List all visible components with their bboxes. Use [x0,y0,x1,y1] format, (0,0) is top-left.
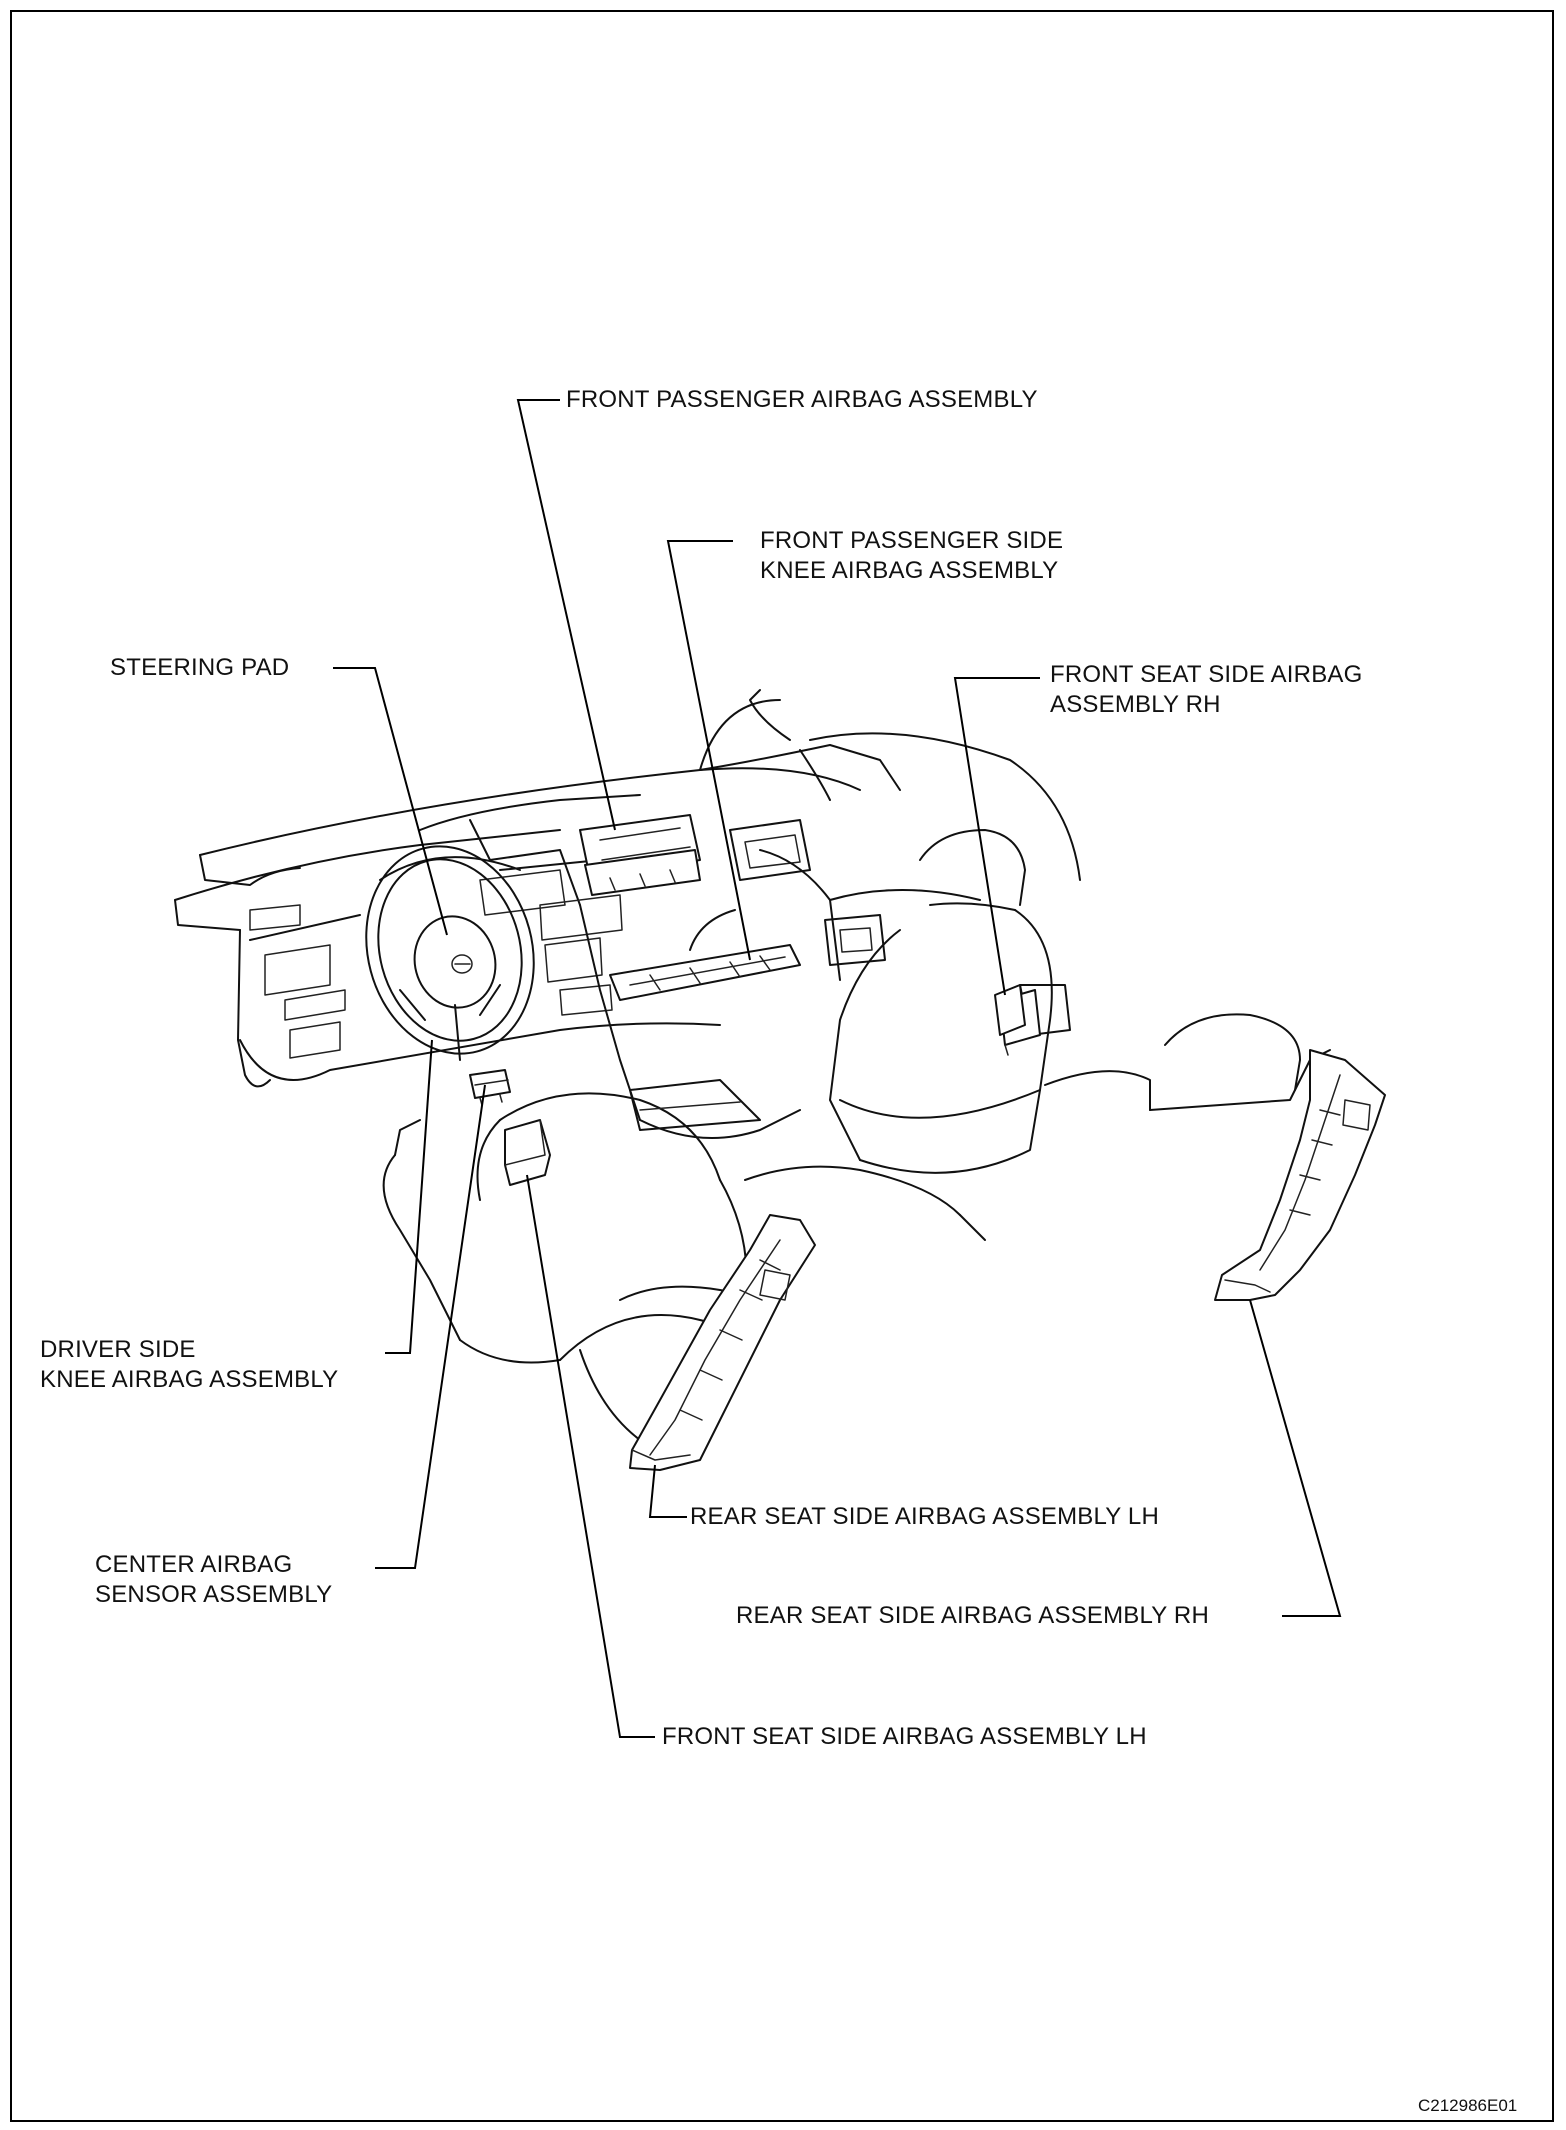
diagram-frame [10,10,1554,2122]
rear-side-airbag-lh-drawing [629,1214,816,1471]
label-front-seat-side-airbag-lh: FRONT SEAT SIDE AIRBAG ASSEMBLY LH [662,1723,1147,1750]
leader-lines [333,399,1342,1738]
rear-seat-rh-drawing [1044,1013,1331,1111]
label-rear-seat-side-airbag-rh: REAR SEAT SIDE AIRBAG ASSEMBLY RH [736,1602,1209,1629]
dashboard-drawing [174,689,901,1139]
front-passenger-seat-drawing [829,829,1071,1174]
driver-seat-drawing [382,1079,761,1364]
label-front-passenger-airbag: FRONT PASSENGER AIRBAG ASSEMBLY [566,386,1038,413]
label-rear-seat-side-airbag-lh: REAR SEAT SIDE AIRBAG ASSEMBLY LH [690,1503,1159,1530]
label-front-seat-side-airbag-rh: FRONT SEAT SIDE AIRBAG ASSEMBLY RH [1050,661,1363,718]
front-side-airbag-rh-module [994,984,1026,1036]
label-center-airbag-sensor: CENTER AIRBAG SENSOR ASSEMBLY [95,1551,333,1608]
figure-code: C212986E01 [1418,2096,1518,2115]
rear-side-airbag-rh-drawing [1214,1049,1386,1301]
center-sensor-drawing [469,1069,511,1106]
label-steering-pad: STEERING PAD [110,654,290,681]
label-front-passenger-knee-airbag: FRONT PASSENGER SIDE KNEE AIRBAG ASSEMBL… [760,527,1064,584]
rear-seat-lh-drawing [579,1165,986,1441]
label-driver-knee-airbag: DRIVER SIDE KNEE AIRBAG ASSEMBLY [40,1336,339,1393]
door-trim-rh-drawing [809,732,1081,966]
